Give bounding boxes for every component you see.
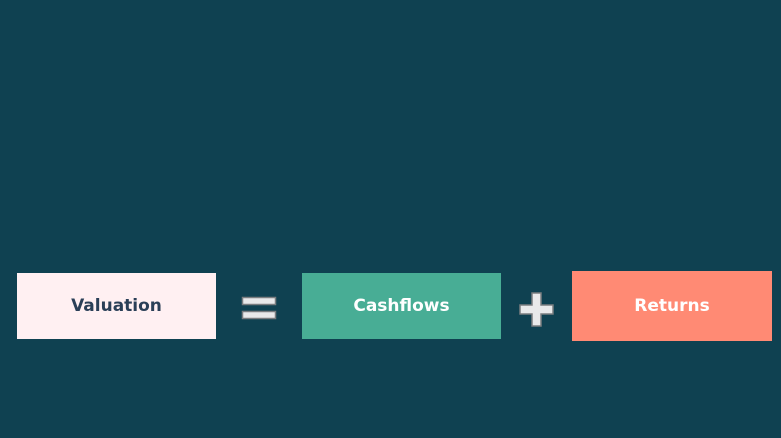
valuation-label: Valuation bbox=[71, 296, 162, 316]
cashflows-label: Cashflows bbox=[353, 296, 450, 316]
returns-label: Returns bbox=[634, 296, 710, 316]
plus-icon bbox=[518, 291, 555, 328]
valuation-box: Valuation bbox=[17, 273, 216, 339]
equals-icon bbox=[241, 296, 277, 322]
cashflows-box: Cashflows bbox=[302, 273, 501, 339]
returns-box: Returns bbox=[572, 271, 772, 341]
